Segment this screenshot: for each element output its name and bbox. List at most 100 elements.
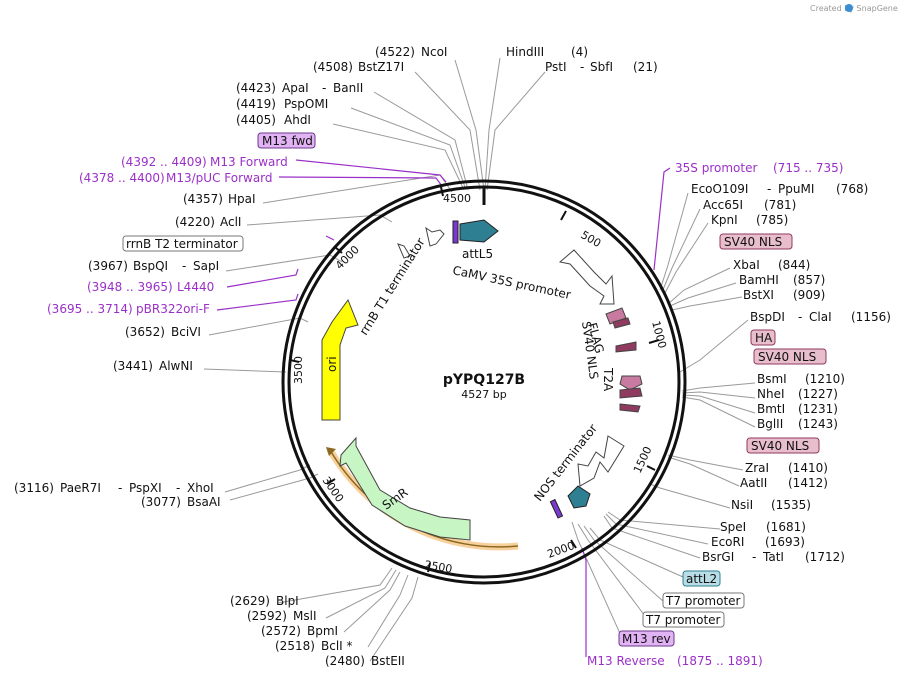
site-acc65i[interactable]: Acc65I [703,198,743,212]
site-eco0109i[interactable]: EcoO109I [691,182,748,196]
attl2-box-label: attL2 [686,572,717,586]
sv40-nls-box-3[interactable] [746,437,820,454]
site-ncoi[interactable]: NcoI [421,45,447,59]
site-ahdi[interactable]: AhdI [284,113,311,127]
site-hpai[interactable]: HpaI [228,192,256,206]
site-bspqi-pos: (3967) [88,259,128,273]
tick-label-4500: 4500 [443,192,471,205]
site-bcli[interactable]: BclI * [321,639,353,653]
site-msli-pos: (2592) [247,609,287,623]
site-apai-pos: (4423) [236,81,276,95]
site-alwni[interactable]: AlwNI [159,359,193,373]
tick-label-3000: 3000 [320,474,347,504]
site-bstxi[interactable]: BstXI [743,288,774,302]
primer-m13-puc-forward[interactable]: M13/pUC Forward [166,171,273,185]
site-sbfi[interactable]: SbfI [590,60,613,74]
site-blpi-pos: (2629) [230,594,270,608]
primer-l4440[interactable]: L4440 [177,280,214,294]
tick-label-500: 500 [579,228,604,250]
site-bpmi[interactable]: BpmI [307,624,338,638]
site-msli[interactable]: MslI [293,609,316,623]
sv40-nls-box-1[interactable] [719,233,793,250]
site-xbai[interactable]: XbaI [733,258,760,272]
primer-m13-forward[interactable]: M13 Forward [210,155,288,169]
site-bsrgi[interactable]: BsrGI [702,550,734,564]
site-bsaai[interactable]: BsaAI [187,495,221,509]
site-bmti-pos: (1231) [798,402,838,416]
site-pspomi[interactable]: PspOMI [284,97,328,111]
t7-promoter-box-2-label: T7 promoter [645,613,721,627]
site-bspdi[interactable]: BspDI [750,310,785,324]
site-bglii[interactable]: BglII [757,417,783,431]
primer-m13-reverse[interactable]: M13 Reverse [587,654,665,668]
m13-fwd-box[interactable] [257,132,316,149]
smr-feature-arrow [339,436,471,541]
rrnb-t1-terminator-label: rrnB T1 terminator [357,235,428,337]
site-xhoi[interactable]: XhoI [187,481,214,495]
site-psti[interactable]: PstI [545,60,567,74]
site-aatii[interactable]: AatII [740,476,767,490]
site-blpi[interactable]: BlpI [276,594,299,608]
site-hpai-pos: (4357) [183,192,223,206]
site-apai-sep: - [322,81,326,95]
site-clai[interactable]: ClaI [809,310,832,324]
site-tati[interactable]: TatI [762,550,784,564]
sv40-nls-box-2[interactable] [753,348,827,365]
site-nhei[interactable]: NheI [757,387,785,401]
m13-rev-box[interactable] [618,630,675,647]
attl2-box[interactable] [682,570,721,587]
ha-box[interactable] [750,329,776,346]
site-bstz17i-pos: (4508) [313,60,353,74]
site-bstxi-pos: (909) [793,288,825,302]
site-bsmi-pos: (1210) [805,372,845,386]
site-bcivi[interactable]: BciVI [171,325,201,339]
site-acli[interactable]: AclI [220,215,241,229]
site-hindiii[interactable]: HindIII [506,45,544,59]
site-bsteii[interactable]: BstEII [371,654,405,668]
site-hindiii-pos: (4) [571,45,588,59]
rrnb-t2-terminator-box[interactable] [122,235,244,252]
snapgene-logo-icon [845,4,853,12]
rrnb-t1-terminator-arrow [397,226,445,259]
site-nsii[interactable]: NsiI [731,498,753,512]
sv40-nls-box-1-label: SV40 NLS [724,235,782,249]
site-ecori[interactable]: EcoRI [711,535,744,549]
primer-35s-promoter-range: (715 .. 735) [773,161,843,175]
site-sapi[interactable]: SapI [193,259,219,273]
primer-m13-reverse-range: (1875 .. 1891) [677,654,763,668]
site-acli-pos: (4220) [175,215,215,229]
site-alwni-pos: (3441) [113,359,153,373]
site-bamhi[interactable]: BamHI [739,273,779,287]
site-ppumi[interactable]: PpuMI [778,182,814,196]
site-psti-pos: (21) [633,60,658,74]
primer-35s-promoter[interactable]: 35S promoter [675,161,757,175]
sv40-nls-box-3-label: SV40 NLS [751,439,809,453]
site-spei[interactable]: SpeI [720,520,746,534]
site-bspdi-sep: - [798,310,802,324]
t7-promoter-box-2[interactable] [642,611,725,628]
site-zrai-pos: (1410) [788,461,828,475]
site-pspxi[interactable]: PspXI [129,481,162,495]
site-kpni[interactable]: KpnI [711,213,738,227]
site-ecori-pos: (1693) [765,535,805,549]
primer-pbr322ori-f[interactable]: pBR322ori-F [136,302,210,316]
site-bsmi[interactable]: BsmI [757,372,787,386]
sv40-nls-box-2-label: SV40 NLS [758,350,816,364]
site-bamhi-pos: (857) [793,273,825,287]
site-bspqi[interactable]: BspQI [133,259,168,273]
site-zrai[interactable]: ZraI [745,461,769,475]
rrnb-t2-terminator-box-label: rrnB T2 terminator [126,237,238,251]
site-bstz17i[interactable]: BstZ17I [358,60,404,74]
t7-promoter-box-1[interactable] [662,592,745,609]
site-spei-pos: (1681) [766,520,806,534]
site-bmti[interactable]: BmtI [757,402,785,416]
tick-label-4000: 4000 [333,243,362,272]
site-banii[interactable]: BanII [333,81,363,95]
primer-pbr322ori-f-range: (3695 .. 3714) [47,302,133,316]
site-bsaai-pos: (3077) [141,495,181,509]
site-bcivi-pos: (3652) [125,325,165,339]
site-paer7i[interactable]: PaeR7I [60,481,101,495]
site-apai[interactable]: ApaI [282,81,309,95]
site-nsii-pos: (1535) [771,498,811,512]
